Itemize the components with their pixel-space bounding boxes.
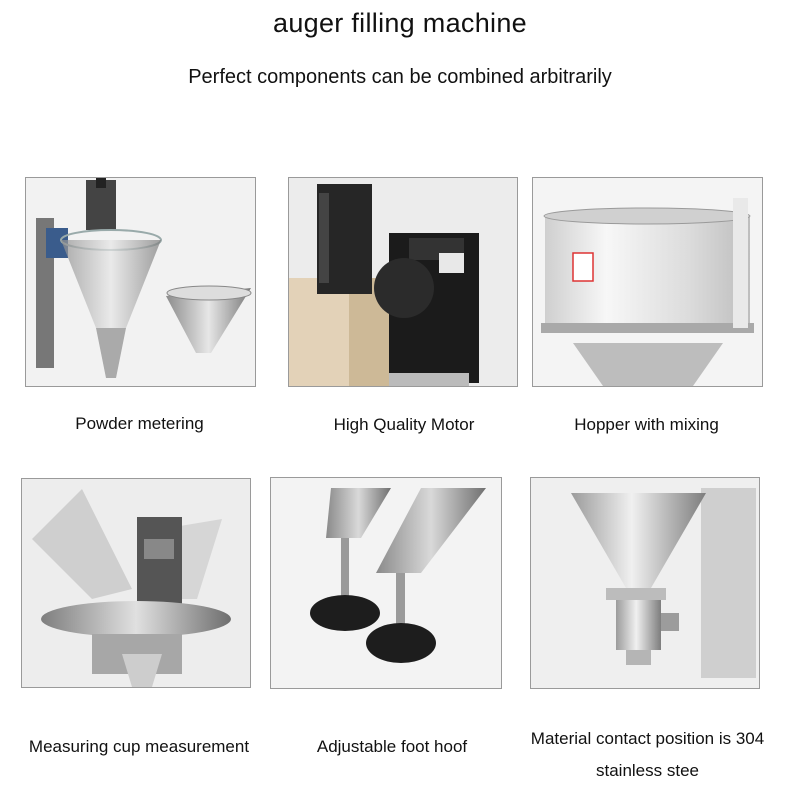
caption-adjustable-foot: Adjustable foot hoof [316,737,468,756]
caption-high-quality-motor: High Quality Motor [333,415,475,434]
auger-hopper-cones-image [26,178,255,386]
panel-high-quality-motor [288,177,518,387]
panel-adjustable-foot [270,477,502,689]
adjustable-feet-image [271,478,501,688]
panel-powder-metering [25,177,256,387]
caption-stainless-contact: Material contact position is 304 stainle… [500,723,795,787]
panel-stainless-contact [530,477,760,689]
caption-hopper-with-mixing: Hopper with mixing [574,415,719,434]
page-subtitle: Perfect components can be combined arbit… [188,66,612,88]
page-title: auger filling machine [273,8,527,38]
caption-powder-metering: Powder metering [75,414,204,433]
stainless-funnel-image [531,478,759,688]
transparent-hopper-image [533,178,762,386]
measuring-cup-image [22,479,250,687]
caption-stainless-line1: Material contact position is 304 [530,729,765,748]
caption-measuring-cup: Measuring cup measurement [28,737,250,756]
servo-motor-image [289,178,517,386]
panel-measuring-cup [21,478,251,688]
caption-stainless-line2: stainless stee [596,761,699,780]
panel-hopper-with-mixing [532,177,763,387]
